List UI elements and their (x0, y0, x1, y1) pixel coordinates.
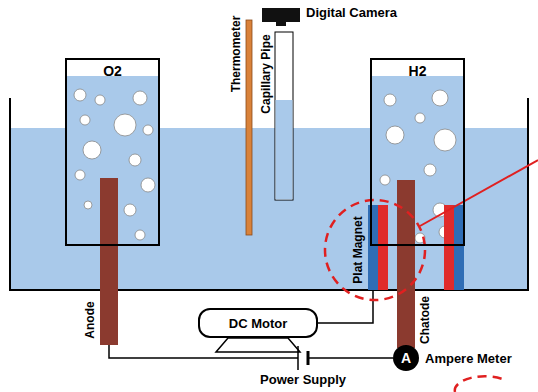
bubble (80, 115, 90, 125)
node-label: H2 (372, 63, 463, 79)
bubble (135, 230, 145, 240)
bubble (84, 201, 92, 209)
motor-box: DC Motor (198, 308, 318, 338)
part-label: Thermometer (229, 16, 243, 93)
bubble (74, 89, 86, 101)
thermometer (246, 20, 252, 235)
meter-symbol: A (401, 350, 411, 366)
part-label: Capillary Pipe (259, 34, 273, 113)
gas-tube: H2 (370, 58, 465, 246)
bubble (415, 113, 425, 123)
bubble (133, 91, 147, 105)
bubble (384, 94, 396, 106)
anode-electrode (100, 178, 118, 345)
bubble (75, 170, 85, 180)
bubble (424, 164, 436, 176)
part-label: Power Supply (260, 372, 346, 388)
ammeter-circle: AAmpere Meter (393, 345, 419, 371)
magnet-pole (444, 205, 454, 290)
bubble (143, 125, 153, 135)
bubble (386, 126, 404, 144)
callout-line (420, 160, 538, 226)
bubble (380, 175, 390, 185)
bubble (141, 178, 155, 192)
meter-label: Ampere Meter (425, 351, 512, 366)
callout-circle (455, 376, 505, 392)
camera-body (262, 8, 300, 22)
motor-wire (318, 290, 373, 323)
part-label: Anode (83, 301, 97, 338)
camera-lens (276, 22, 286, 26)
bubble (124, 204, 136, 216)
wire (308, 357, 393, 359)
wire (109, 345, 298, 358)
callout-circle (325, 200, 425, 300)
device-label: Digital Camera (306, 5, 397, 21)
part-label: Plat Magnet (351, 216, 365, 283)
capillary-pipe (275, 32, 293, 200)
gas-tube: O2 (65, 58, 160, 246)
bubble (83, 141, 101, 159)
bubble (434, 129, 456, 151)
bubble (95, 95, 105, 105)
battery-plate (307, 351, 310, 365)
battery-plate (297, 346, 299, 370)
magnet-pole (378, 205, 388, 290)
node-label: DC Motor (229, 316, 288, 331)
bubble (129, 154, 141, 166)
bubble (114, 114, 136, 136)
part-label: Chatode (418, 296, 432, 344)
capillary-water (276, 100, 293, 200)
motor-base (216, 338, 300, 352)
node-label: O2 (67, 63, 158, 79)
magnet-pole (454, 205, 464, 290)
bubble (432, 90, 448, 106)
